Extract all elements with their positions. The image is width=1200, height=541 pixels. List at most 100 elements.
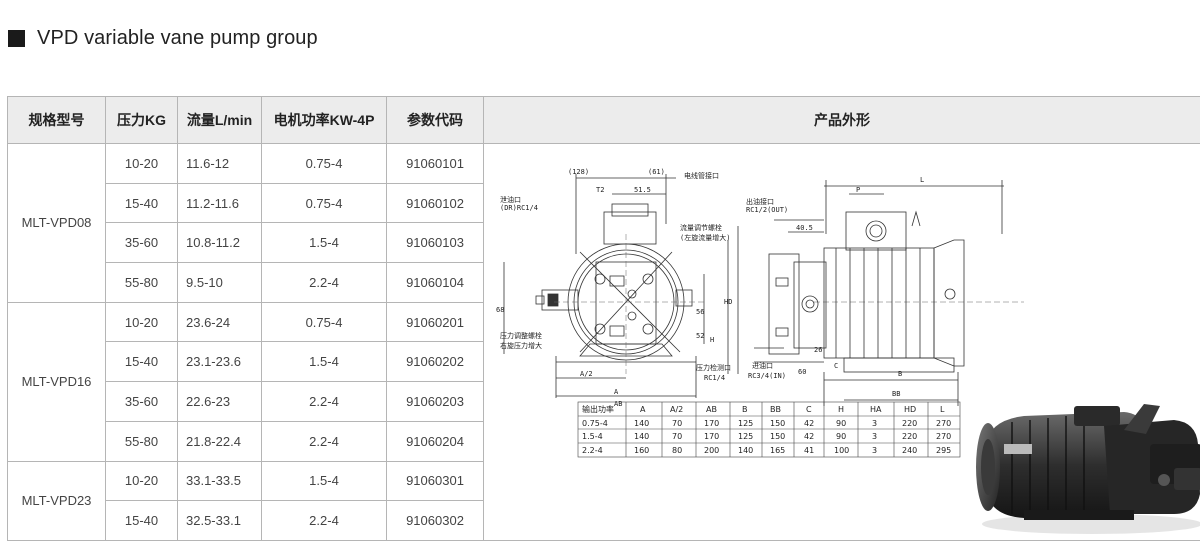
svg-text:140: 140: [738, 446, 753, 455]
pressure-cell: 35-60: [105, 381, 178, 422]
svg-text:90: 90: [836, 419, 846, 428]
svg-text:295: 295: [936, 446, 951, 455]
code-cell: 91060203: [386, 381, 484, 422]
svg-text:压力调整螺栓: 压力调整螺栓: [500, 331, 542, 340]
svg-text:流量调节螺栓: 流量调节螺栓: [680, 223, 722, 232]
svg-text:160: 160: [634, 446, 649, 455]
title-square-icon: [8, 29, 25, 47]
code-cell: 91060301: [386, 460, 484, 502]
drawing-labels: 泄油口 (DR)RC1/4 电线管接口 流量调节螺栓 (左旋流量增大) 压力调整…: [496, 168, 924, 408]
table-row: 55-80 9.5-10 2.2-4 91060104: [8, 262, 1200, 303]
code-cell: 91060201: [386, 301, 484, 343]
svg-text:HD: HD: [904, 405, 916, 414]
col-header-code: 参数代码: [386, 96, 484, 144]
power-cell: 0.75-4: [261, 182, 387, 224]
model-cell: MLT-VPD16: [7, 301, 106, 462]
svg-text:125: 125: [738, 432, 753, 441]
svg-text:C: C: [806, 405, 812, 414]
svg-text:70: 70: [672, 432, 682, 441]
svg-text:200: 200: [704, 446, 719, 455]
svg-text:BB: BB: [770, 405, 781, 414]
svg-text:A/2: A/2: [580, 370, 593, 378]
power-cell: 2.2-4: [261, 262, 387, 303]
pressure-cell: 10-20: [105, 143, 178, 184]
svg-text:RC1/2(OUT): RC1/2(OUT): [746, 206, 788, 214]
spec-table: 规格型号 压力KG 流量L/min 电机功率KW-4P 参数代码 产品外形 ML…: [7, 96, 1200, 541]
power-cell: 1.5-4: [261, 341, 387, 383]
table-row: 35-60 22.6-23 2.2-4 91060203: [8, 381, 1200, 422]
power-cell: 2.2-4: [261, 420, 387, 462]
svg-text:26: 26: [814, 346, 822, 354]
power-cell: 0.75-4: [261, 301, 387, 343]
flow-cell: 22.6-23: [177, 381, 262, 422]
page-title: VPD variable vane pump group: [8, 24, 318, 52]
flow-cell: 23.1-23.6: [177, 341, 262, 383]
svg-text:输出功率: 输出功率: [582, 404, 614, 414]
svg-text:AB: AB: [706, 405, 717, 414]
svg-text:52: 52: [696, 332, 704, 340]
pressure-cell: 10-20: [105, 460, 178, 502]
page-title-text: VPD variable vane pump group: [37, 26, 318, 49]
svg-text:L: L: [920, 176, 924, 184]
svg-text:220: 220: [902, 432, 917, 441]
pressure-cell: 15-40: [105, 500, 178, 541]
svg-text:42: 42: [804, 432, 814, 441]
power-cell: 2.2-4: [261, 500, 387, 541]
col-header-flow: 流量L/min: [177, 96, 262, 144]
svg-text:HA: HA: [870, 405, 882, 414]
svg-text:(左旋流量增大): (左旋流量增大): [680, 233, 730, 242]
svg-text:H: H: [838, 405, 844, 414]
pressure-cell: 55-80: [105, 262, 178, 303]
svg-text:RC1/4: RC1/4: [704, 374, 725, 382]
pressure-cell: 10-20: [105, 301, 178, 343]
svg-text:A: A: [614, 388, 619, 396]
svg-text:T2: T2: [596, 186, 604, 194]
svg-text:(61): (61): [648, 168, 665, 176]
svg-text:70: 70: [672, 419, 682, 428]
svg-text:AB: AB: [614, 400, 622, 408]
svg-text:1.5-4: 1.5-4: [582, 432, 603, 441]
svg-text:240: 240: [902, 446, 917, 455]
product-shape-cell: 泄油口 (DR)RC1/4 电线管接口 流量调节螺栓 (左旋流量增大) 压力调整…: [483, 143, 1200, 541]
svg-text:56: 56: [696, 308, 704, 316]
svg-text:40.5: 40.5: [796, 224, 813, 232]
table-row: 55-80 21.8-22.4 2.2-4 91060204: [8, 420, 1200, 462]
svg-text:(128): (128): [568, 168, 589, 176]
power-cell: 2.2-4: [261, 381, 387, 422]
svg-text:B: B: [898, 370, 902, 378]
svg-text:125: 125: [738, 419, 753, 428]
svg-text:右旋压力增大: 右旋压力增大: [500, 341, 542, 350]
side-view: [754, 180, 1004, 406]
model-cell: MLT-VPD23: [7, 460, 106, 541]
flow-cell: 11.6-12: [177, 143, 262, 184]
svg-text:L: L: [940, 405, 945, 414]
pressure-cell: 15-40: [105, 341, 178, 383]
table-row: MLT-VPD08 10-20 11.6-12 0.75-4 91060101: [7, 143, 1200, 541]
flow-cell: 32.5-33.1: [177, 500, 262, 541]
model-cell: MLT-VPD08: [7, 143, 106, 303]
pump-technical-drawing: 泄油口 (DR)RC1/4 电线管接口 流量调节螺栓 (左旋流量增大) 压力调整…: [496, 168, 1200, 534]
col-header-shape: 产品外形: [483, 96, 1200, 144]
power-cell: 0.75-4: [261, 143, 387, 184]
svg-text:HD: HD: [724, 298, 732, 306]
power-cell: 1.5-4: [261, 222, 387, 264]
pressure-cell: 15-40: [105, 182, 178, 224]
svg-text:60: 60: [798, 368, 806, 376]
svg-text:泄油口: 泄油口: [500, 195, 521, 204]
code-cell: 91060204: [386, 420, 484, 462]
pressure-cell: 35-60: [105, 222, 178, 264]
power-cell: 1.5-4: [261, 460, 387, 502]
code-cell: 91060103: [386, 222, 484, 264]
col-header-power: 电机功率KW-4P: [261, 96, 387, 144]
table-row: 35-60 10.8-11.2 1.5-4 91060103: [8, 222, 1200, 264]
flow-cell: 21.8-22.4: [177, 420, 262, 462]
center-lines: [554, 234, 1024, 374]
svg-text:90: 90: [836, 432, 846, 441]
svg-text:A: A: [640, 405, 646, 414]
svg-text:80: 80: [672, 446, 682, 455]
svg-text:150: 150: [770, 432, 785, 441]
svg-text:进油口: 进油口: [752, 361, 773, 370]
svg-text:3: 3: [872, 432, 877, 441]
svg-text:3: 3: [872, 446, 877, 455]
svg-text:RC3/4(IN): RC3/4(IN): [748, 372, 786, 380]
